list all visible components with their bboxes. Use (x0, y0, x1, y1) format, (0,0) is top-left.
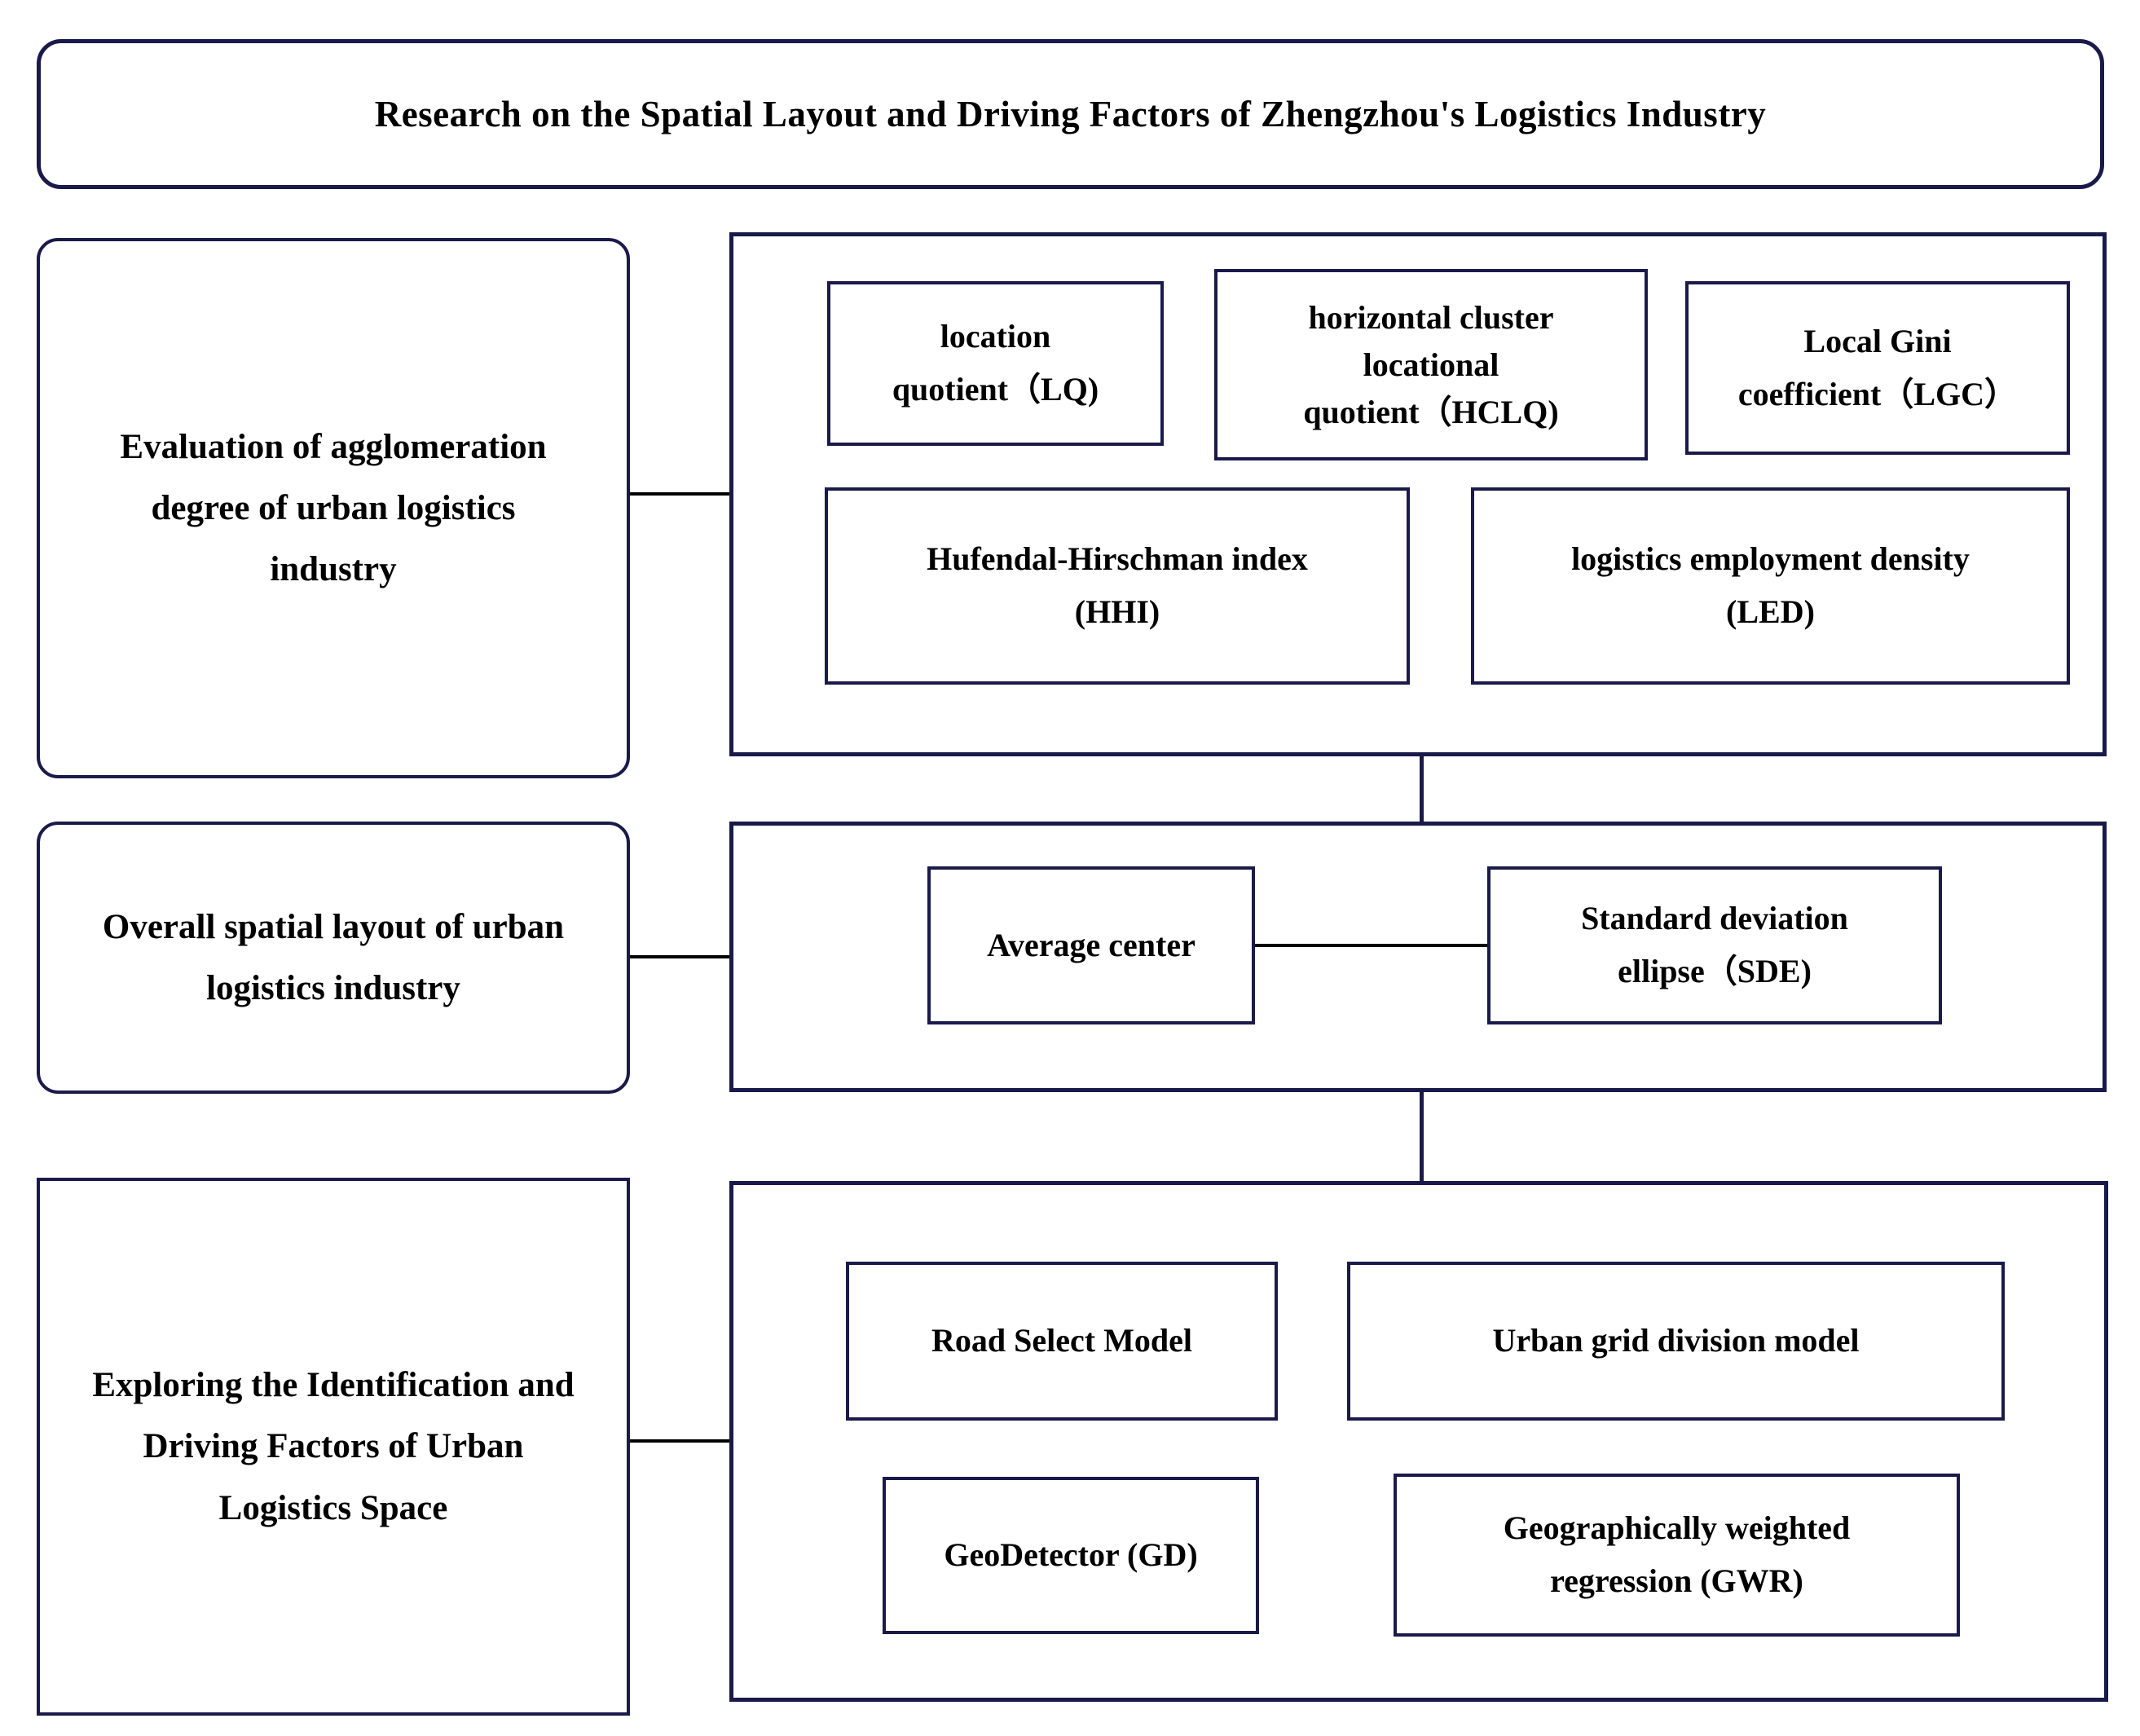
connector-row1-horizontal (630, 492, 729, 496)
title-banner: Research on the Spatial Layout and Drivi… (37, 39, 2104, 189)
method-box-horizontal-cluster-locational-quotient: horizontal cluster locational quotient（H… (1214, 269, 1648, 460)
method-box-geodetector: GeoDetector (GD) (883, 1477, 1259, 1634)
method-box-standard-deviation-ellipse: Standard deviation ellipse（SDE) (1487, 866, 1942, 1024)
method-box-local-gini-coefficient: Local Gini coefficient（LGC） (1685, 281, 2070, 455)
connector-container2-container3-vertical (1420, 1092, 1424, 1181)
connector-row3-horizontal (630, 1439, 729, 1443)
stage-box-overall-spatial-layout: Overall spatial layout of urban logistic… (37, 822, 630, 1094)
connector-container1-container2-vertical (1420, 756, 1424, 822)
method-box-hufendal-hirschman-index: Hufendal-Hirschman index (HHI) (825, 487, 1410, 685)
method-box-location-quotient: location quotient（LQ) (827, 281, 1164, 446)
method-box-geographically-weighted-regression: Geographically weighted regression (GWR) (1394, 1474, 1960, 1637)
method-box-road-select-model: Road Select Model (846, 1262, 1278, 1421)
stage-box-agglomeration-evaluation: Evaluation of agglomeration degree of ur… (37, 238, 630, 778)
method-box-logistics-employment-density: logistics employment density (LED) (1471, 487, 2070, 685)
connector-average-center-sde (1255, 944, 1487, 947)
connector-row2-horizontal (630, 955, 729, 958)
stage-box-exploring-identification-driving-factors: Exploring the Identification and Driving… (37, 1178, 630, 1716)
method-box-average-center: Average center (927, 866, 1255, 1024)
method-box-urban-grid-division-model: Urban grid division model (1347, 1262, 2005, 1421)
